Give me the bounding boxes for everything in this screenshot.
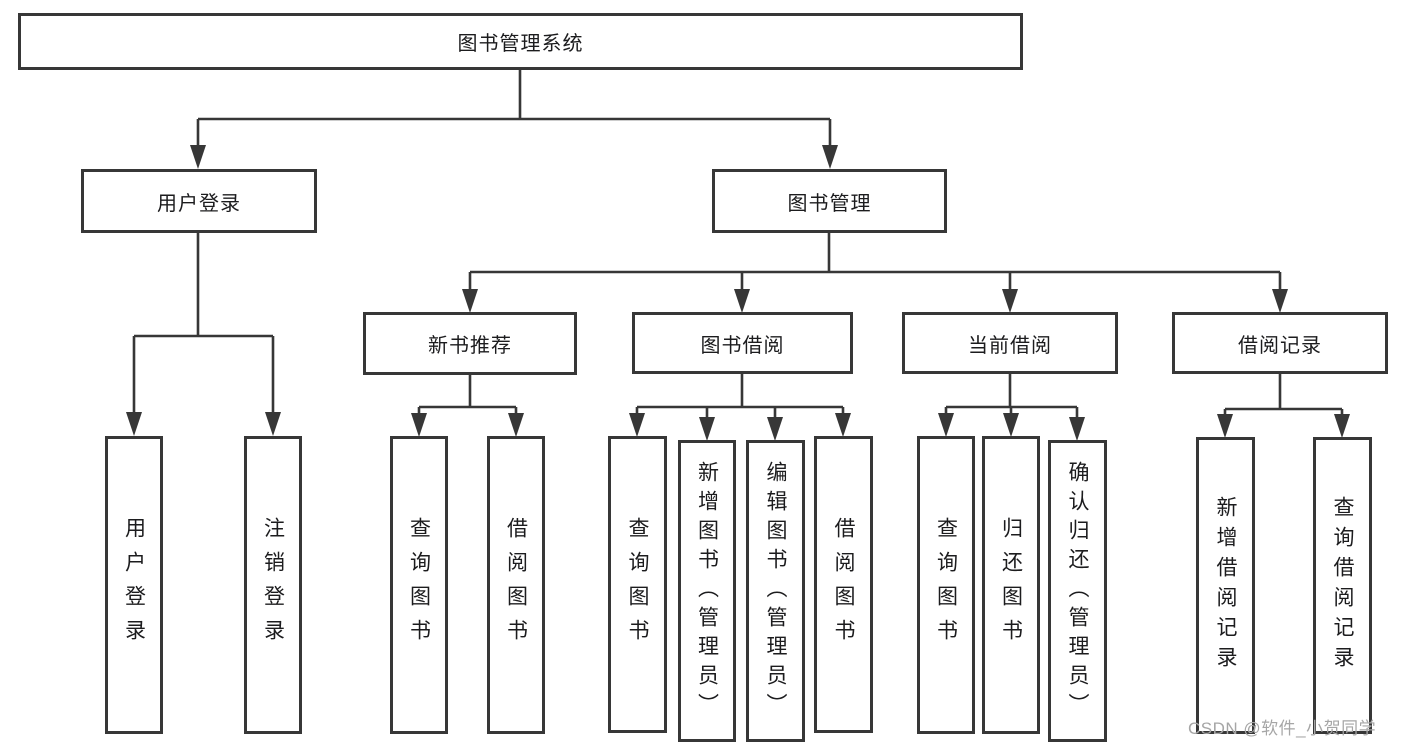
node-new-book-recommendation: 新书推荐	[363, 312, 577, 375]
leaf-add-book-admin: 新增图书（管理员）	[678, 440, 736, 742]
node-book-borrowing: 图书借阅	[632, 312, 853, 374]
wires-root-to-level2	[190, 70, 838, 169]
leaf-add-borrow-record: 新增借阅记录	[1196, 437, 1255, 734]
leaf-borrow-books-recommend: 借阅图书	[487, 436, 545, 734]
csdn-watermark: CSDN @软件_小贺同学	[1188, 719, 1377, 738]
leaf-edit-book-admin: 编辑图书（管理员）	[746, 440, 805, 742]
wires-borrowing-records-to-leaves	[1217, 374, 1350, 438]
leaf-user-login: 用户登录	[105, 436, 163, 734]
wires-current-borrowing-to-leaves	[938, 374, 1085, 441]
leaf-borrow-books-borrowing: 借阅图书	[814, 436, 873, 733]
wires-book-borrowing-to-leaves	[629, 374, 851, 441]
node-book-management: 图书管理	[712, 169, 947, 233]
leaf-query-borrow-record: 查询借阅记录	[1313, 437, 1372, 734]
node-current-borrowing: 当前借阅	[902, 312, 1118, 374]
leaf-logout: 注销登录	[244, 436, 302, 734]
node-borrowing-records: 借阅记录	[1172, 312, 1388, 374]
leaf-return-books: 归还图书	[982, 436, 1040, 734]
leaf-query-books-current: 查询图书	[917, 436, 975, 734]
node-library-management-system: 图书管理系统	[18, 13, 1023, 70]
node-user-login: 用户登录	[81, 169, 317, 233]
wires-new-book-to-leaves	[411, 374, 524, 437]
leaf-confirm-return-admin: 确认归还（管理员）	[1048, 440, 1107, 742]
leaf-query-books-borrowing: 查询图书	[608, 436, 667, 733]
wires-book-management-to-level3	[462, 233, 1288, 313]
leaf-query-books-recommend: 查询图书	[390, 436, 448, 734]
wires-user-login-to-leaves	[126, 233, 281, 436]
